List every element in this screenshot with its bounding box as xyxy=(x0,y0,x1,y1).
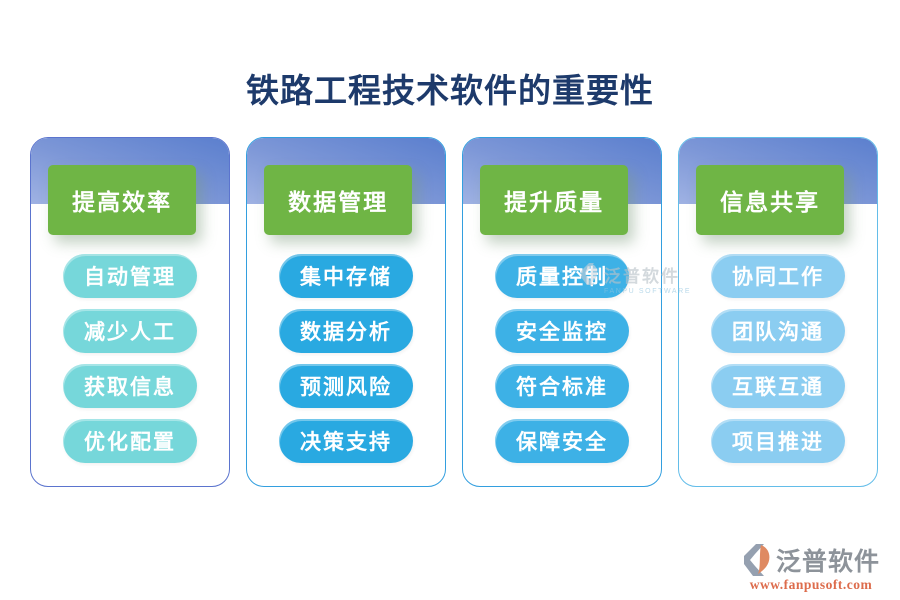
fanpu-logo-icon xyxy=(743,544,770,576)
website-url: www.fanpusoft.com xyxy=(749,577,873,592)
category-card-efficiency: 提高效率 自动管理 减少人工 获取信息 优化配置 xyxy=(30,137,230,487)
category-card-data: 数据管理 集中存储 数据分析 预测风险 决策支持 xyxy=(246,137,446,487)
feature-pill: 符合标准 xyxy=(494,364,630,408)
feature-pill: 互联互通 xyxy=(710,364,846,408)
page-title: 铁路工程技术软件的重要性 xyxy=(246,72,654,109)
feature-pill: 数据分析 xyxy=(278,309,414,353)
fanpu-logo-block: 泛普软件 www.fanpusoft.com xyxy=(738,542,884,593)
feature-pill: 质量控制 xyxy=(494,254,630,298)
feature-pill: 获取信息 xyxy=(62,364,198,408)
feature-pill: 优化配置 xyxy=(62,419,198,463)
category-cards: 提高效率 自动管理 减少人工 获取信息 优化配置 数据管理 集中存储 数据分析 … xyxy=(30,137,878,487)
category-card-quality: 提升质量 质量控制 安全监控 符合标准 保障安全 xyxy=(462,137,662,487)
feature-pill: 集中存储 xyxy=(278,254,414,298)
category-header: 数据管理 xyxy=(263,165,413,235)
feature-pill: 团队沟通 xyxy=(710,309,846,353)
feature-pill: 保障安全 xyxy=(494,419,630,463)
category-header: 信息共享 xyxy=(695,165,845,235)
pill-list: 协同工作 团队沟通 互联互通 项目推进 xyxy=(679,254,877,463)
pill-list: 质量控制 安全监控 符合标准 保障安全 xyxy=(463,254,661,463)
feature-pill: 预测风险 xyxy=(278,364,414,408)
feature-pill: 决策支持 xyxy=(278,419,414,463)
feature-pill: 自动管理 xyxy=(62,254,198,298)
feature-pill: 安全监控 xyxy=(494,309,630,353)
category-header: 提高效率 xyxy=(47,165,197,235)
pill-list: 集中存储 数据分析 预测风险 决策支持 xyxy=(247,254,445,463)
footer-brand-row: 泛普软件 xyxy=(738,542,884,578)
pill-list: 自动管理 减少人工 获取信息 优化配置 xyxy=(31,254,229,463)
feature-pill: 项目推进 xyxy=(710,419,846,463)
feature-pill: 减少人工 xyxy=(62,309,198,353)
category-card-sharing: 信息共享 协同工作 团队沟通 互联互通 项目推进 xyxy=(678,137,878,487)
brand-name: 泛普软件 xyxy=(775,548,880,576)
category-header: 提升质量 xyxy=(479,165,629,235)
feature-pill: 协同工作 xyxy=(710,254,846,298)
